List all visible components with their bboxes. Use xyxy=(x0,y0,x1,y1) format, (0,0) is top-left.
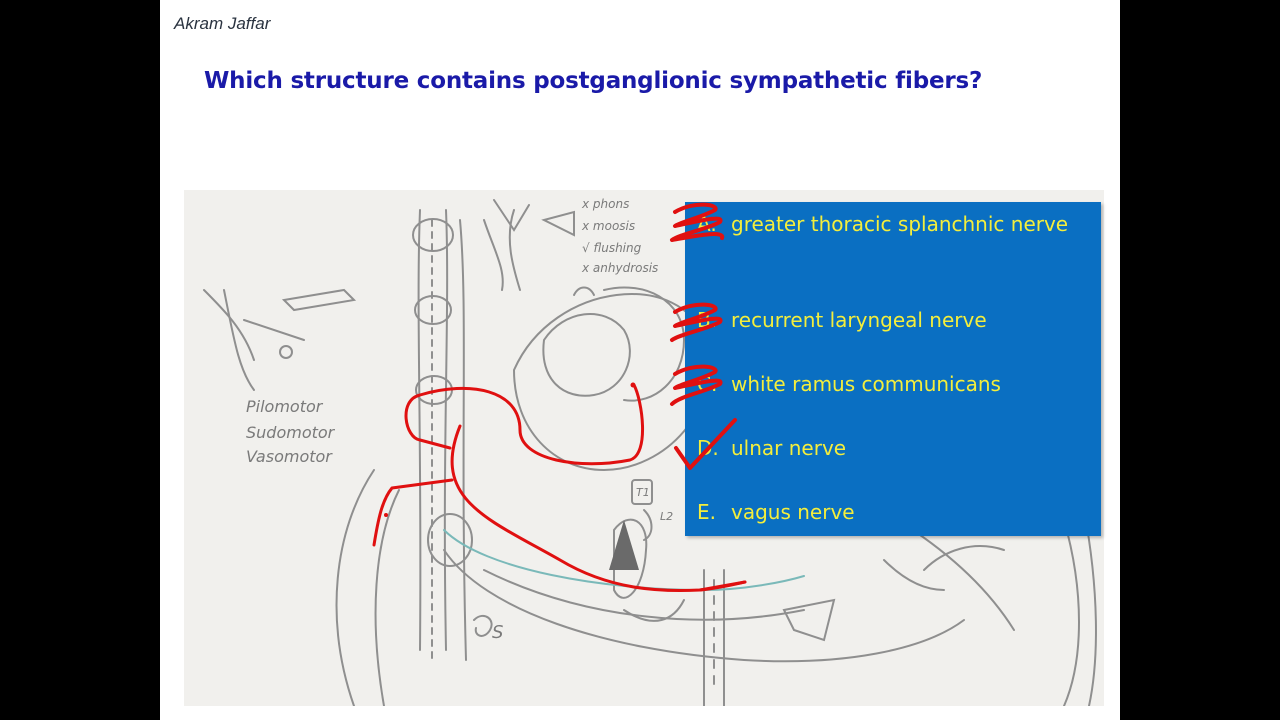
option-a[interactable]: A. greater thoracic splanchnic nerve xyxy=(697,208,1092,240)
slide: Akram Jaffar Which structure contains po… xyxy=(160,0,1120,720)
option-a-text: greater thoracic splanchnic nerve xyxy=(731,212,1069,236)
legend-item-4: x anhydrosis xyxy=(581,261,658,275)
option-e[interactable]: E. vagus nerve xyxy=(697,496,1092,528)
option-e-text: vagus nerve xyxy=(731,500,855,524)
question-title: Which structure contains postganglionic … xyxy=(204,68,983,94)
option-b-text: recurrent laryngeal nerve xyxy=(731,308,987,332)
option-a-letter: A. xyxy=(697,212,717,236)
option-d-text: ulnar nerve xyxy=(731,436,847,460)
side-note-2: Sudomotor xyxy=(246,423,336,442)
sketch-letter-s: S xyxy=(492,622,503,643)
option-b-letter: B. xyxy=(697,308,718,332)
side-note-3: Vasomotor xyxy=(246,447,333,466)
option-c-text: white ramus communicans xyxy=(731,372,1001,396)
option-d-letter: D. xyxy=(697,436,719,460)
sketch-label-l2: L2 xyxy=(660,510,673,523)
option-d[interactable]: D. ulnar nerve xyxy=(697,432,1092,464)
legend-item-1: x phons xyxy=(581,197,629,211)
option-e-letter: E. xyxy=(697,500,716,524)
answer-options-panel: A. greater thoracic splanchnic nerve B. … xyxy=(685,202,1101,536)
option-c-letter: C. xyxy=(697,372,718,396)
option-c[interactable]: C. white ramus communicans xyxy=(697,368,1092,400)
author-name: Akram Jaffar xyxy=(174,14,271,33)
option-b[interactable]: B. recurrent laryngeal nerve xyxy=(697,304,1092,336)
legend-item-3: √ flushing xyxy=(582,241,642,255)
side-note-1: Pilomotor xyxy=(246,397,324,416)
sketch-label-t1: T1 xyxy=(636,486,650,499)
legend-item-2: x moosis xyxy=(581,219,635,233)
